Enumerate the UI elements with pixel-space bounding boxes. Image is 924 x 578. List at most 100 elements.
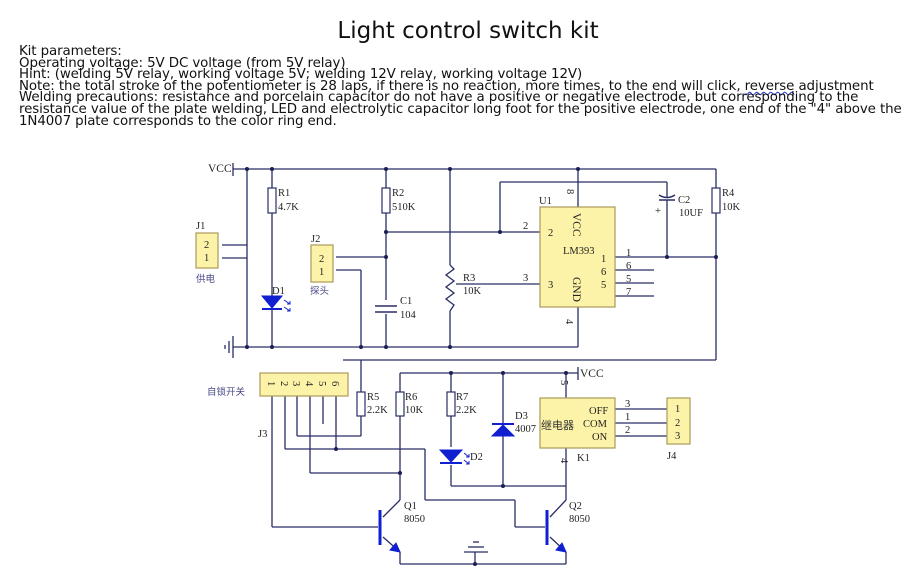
j4-ref: J4 (667, 451, 677, 462)
d3-ref: D3 (515, 411, 528, 422)
note-text: reverse (744, 78, 795, 94)
j3-pin: 3 (290, 381, 301, 386)
j2-ref: J2 (311, 234, 320, 245)
connector-j4: 1 2 3 J4 (666, 397, 691, 462)
u1-vcc-label: VCC (570, 213, 582, 237)
diode-d3: D3 4007 (490, 411, 536, 437)
u1-pin-number: 6 (626, 261, 631, 272)
u1-pin-label: 3 (548, 280, 553, 291)
q2-ref: Q2 (569, 501, 582, 512)
j1-label: 供电 (196, 273, 216, 285)
k1-on: ON (592, 432, 608, 443)
kit-notes: Kit parameters: Operating voltage: 5V DC… (19, 45, 919, 128)
j3-pin: 2 (278, 381, 289, 386)
page-title: Light control switch kit (337, 18, 599, 44)
connector-j1: J1 2 1 供电 (195, 221, 219, 285)
resistor-r4: R4 10K (711, 187, 741, 214)
r6-value: 10K (405, 405, 424, 416)
j3-pin: 6 (329, 381, 340, 386)
resistor-r1: R1 4.7K (267, 187, 299, 214)
r1-ref: R1 (278, 188, 290, 199)
r7-value: 2.2K (456, 405, 477, 416)
junctions-lower (334, 371, 568, 566)
k1-out-pin: 2 (625, 425, 630, 436)
note-line: Operating voltage: 5V DC voltage (from 5… (19, 55, 346, 71)
note-text: Note: the total stroke of the potentiome… (19, 78, 745, 94)
u1-pin-label: 6 (601, 267, 606, 278)
led-d2: D2 (438, 449, 483, 465)
j2-pin: 2 (319, 254, 324, 265)
u1-part-label: LM393 (563, 246, 595, 257)
c2-polarity: + (655, 206, 661, 217)
u1-pin-label: 2 (548, 228, 553, 239)
j3-pin: 4 (303, 381, 314, 387)
note-line: Hint: (welding 5V relay, working voltage… (19, 67, 583, 83)
c1-ref: C1 (400, 296, 412, 307)
k1-off: OFF (589, 406, 608, 417)
u1-pin-number: 1 (626, 248, 631, 259)
vcc-relay-label: VCC (580, 368, 604, 380)
r2-value: 510K (392, 202, 416, 213)
r2-ref: R2 (392, 188, 404, 199)
k1-pin: 5 (558, 380, 569, 385)
j1-ref: J1 (196, 221, 205, 232)
u1-pin-number: 2 (523, 221, 528, 232)
j3-pin: 1 (265, 381, 276, 386)
j3-pin: 5 (316, 381, 327, 386)
k1-ref: K1 (577, 453, 590, 464)
potentiometer-r3: R3 10K (444, 264, 482, 312)
resistor-r6: R6 10K (395, 391, 424, 417)
c2-value: 10UF (679, 208, 703, 219)
capacitor-c1: C1 104 (374, 296, 417, 321)
r6-ref: R6 (405, 392, 417, 403)
vcc-label: VCC (208, 163, 232, 175)
resistor-r5: R5 2.2K (356, 391, 388, 417)
u1-pin-number: 5 (626, 274, 631, 285)
u1-ref: U1 (539, 196, 552, 207)
j3-label: 自锁开关 (207, 386, 246, 398)
j2-label: 探头 (310, 285, 329, 297)
led-d1: D1 (260, 286, 291, 312)
q1-ref: Q1 (404, 501, 417, 512)
d1-ref: D1 (272, 286, 285, 297)
k1-out-pin: 3 (625, 399, 630, 410)
d2-ref: D2 (470, 452, 483, 463)
wires-lower (271, 360, 667, 565)
q2-value: 8050 (569, 514, 590, 525)
q1-value: 8050 (404, 514, 425, 525)
connector-j2: J2 2 1 探头 (310, 234, 334, 297)
r4-ref: R4 (722, 188, 735, 199)
j4-pin: 2 (675, 418, 680, 429)
r3-value: 10K (463, 286, 482, 297)
k1-pin: 4 (558, 458, 569, 464)
u1-gnd-label: GND (570, 277, 582, 302)
j1-pin: 1 (204, 253, 209, 264)
j1-pin: 2 (204, 240, 209, 251)
resistor-r7: R7 2.2K (446, 391, 477, 417)
ic-u1-lm393: U1 8 2 3 2 3 1 6 5 VCC GND LM393 4 1 6 5… (523, 189, 631, 325)
j4-pin: 3 (675, 431, 680, 442)
r7-ref: R7 (456, 392, 468, 403)
r4-value: 10K (722, 202, 741, 213)
junctions-upper (245, 167, 718, 349)
u1-pin-label: 1 (601, 254, 606, 265)
note-line: resistance value of the plate welding, L… (19, 101, 902, 117)
c2-ref: C2 (678, 195, 690, 206)
note-text: adjustment (794, 78, 874, 94)
resistor-r2: R2 510K (381, 187, 416, 214)
j2-pin: 1 (319, 267, 324, 278)
j3-ref: J3 (258, 429, 267, 440)
note-line: Welding precautions: resistance and porc… (19, 90, 859, 106)
r3-ref: R3 (463, 273, 475, 284)
u1-pin-number: 7 (626, 287, 631, 298)
note-line: Note: the total stroke of the potentiome… (19, 78, 919, 94)
c1-value: 104 (400, 310, 417, 321)
u1-pin-number: 8 (564, 189, 575, 194)
capacitor-c2: + C2 10UF (655, 194, 703, 219)
k1-com: COM (583, 419, 608, 430)
wires-upper (222, 163, 717, 361)
r1-value: 4.7K (278, 202, 299, 213)
transistor-q2: Q2 8050 (545, 501, 590, 553)
u1-pin-number: 4 (563, 319, 574, 325)
r5-ref: R5 (367, 392, 379, 403)
